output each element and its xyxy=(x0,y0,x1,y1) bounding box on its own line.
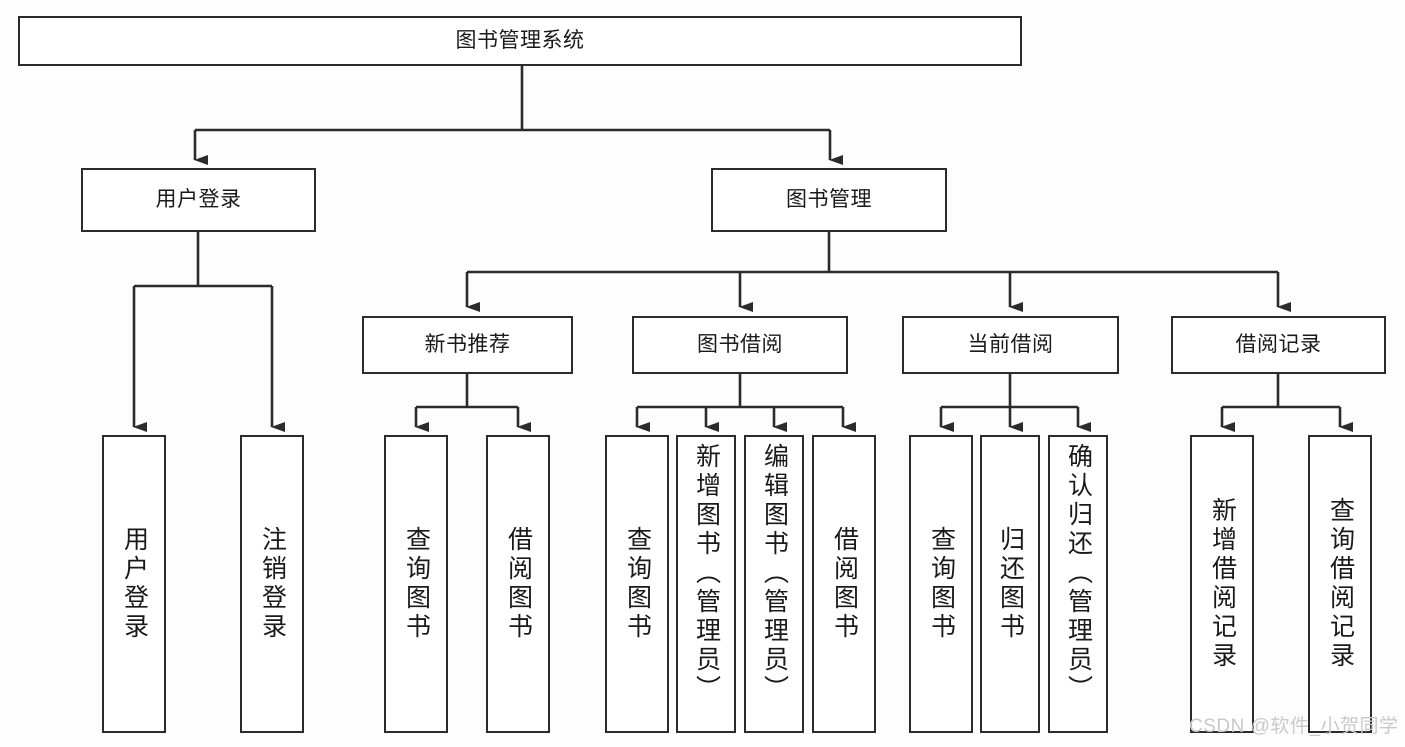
node-label: 确认归还（管理员） xyxy=(1064,443,1093,704)
node-leaf-return-book[interactable]: 归还图书 xyxy=(980,435,1040,733)
node-label: 编辑图书（管理员） xyxy=(760,443,789,704)
node-leaf-logout-login[interactable]: 注销登录 xyxy=(240,435,304,733)
node-label: 新增借阅记录 xyxy=(1208,497,1237,671)
node-book-borrow[interactable]: 图书借阅 xyxy=(632,316,848,374)
node-leaf-borrow-book-2[interactable]: 借阅图书 xyxy=(812,435,876,733)
node-book-management[interactable]: 图书管理 xyxy=(711,168,947,232)
node-label: 图书管理 xyxy=(786,187,872,211)
node-label: 用户登录 xyxy=(120,526,149,642)
node-label: 当前借阅 xyxy=(967,332,1054,356)
node-label: 图书管理系统 xyxy=(455,28,585,52)
node-leaf-add-borrow-record[interactable]: 新增借阅记录 xyxy=(1190,435,1254,733)
node-leaf-query-book-1[interactable]: 查询图书 xyxy=(384,435,448,733)
node-borrow-record[interactable]: 借阅记录 xyxy=(1171,316,1386,374)
node-label: 借阅记录 xyxy=(1235,332,1322,356)
node-label: 图书借阅 xyxy=(697,332,783,356)
node-label: 查询图书 xyxy=(927,526,956,642)
node-leaf-edit-book-admin[interactable]: 编辑图书（管理员） xyxy=(744,435,804,733)
watermark-text: CSDN @软件_小贺同学 xyxy=(1189,716,1399,737)
node-label: 注销登录 xyxy=(258,526,287,642)
node-current-borrow[interactable]: 当前借阅 xyxy=(902,316,1119,374)
node-leaf-borrow-book-1[interactable]: 借阅图书 xyxy=(486,435,550,733)
node-label: 查询图书 xyxy=(402,526,431,642)
node-label: 借阅图书 xyxy=(504,526,533,642)
node-leaf-query-book-3[interactable]: 查询图书 xyxy=(909,435,973,733)
node-label: 查询图书 xyxy=(623,526,652,642)
node-leaf-user-login[interactable]: 用户登录 xyxy=(102,435,166,733)
node-label: 用户登录 xyxy=(155,187,242,211)
node-leaf-add-book-admin[interactable]: 新增图书（管理员） xyxy=(676,435,736,733)
node-label: 新书推荐 xyxy=(424,332,511,356)
node-leaf-query-book-2[interactable]: 查询图书 xyxy=(605,435,669,733)
node-root-system[interactable]: 图书管理系统 xyxy=(18,16,1022,66)
node-user-login[interactable]: 用户登录 xyxy=(81,168,316,232)
node-label: 借阅图书 xyxy=(830,526,859,642)
node-label: 归还图书 xyxy=(996,526,1025,642)
node-label: 新增图书（管理员） xyxy=(692,443,721,704)
node-leaf-confirm-return-admin[interactable]: 确认归还（管理员） xyxy=(1048,435,1108,733)
node-leaf-query-borrow-record[interactable]: 查询借阅记录 xyxy=(1308,435,1372,733)
node-new-book-recommend[interactable]: 新书推荐 xyxy=(362,316,573,374)
node-label: 查询借阅记录 xyxy=(1326,497,1355,671)
